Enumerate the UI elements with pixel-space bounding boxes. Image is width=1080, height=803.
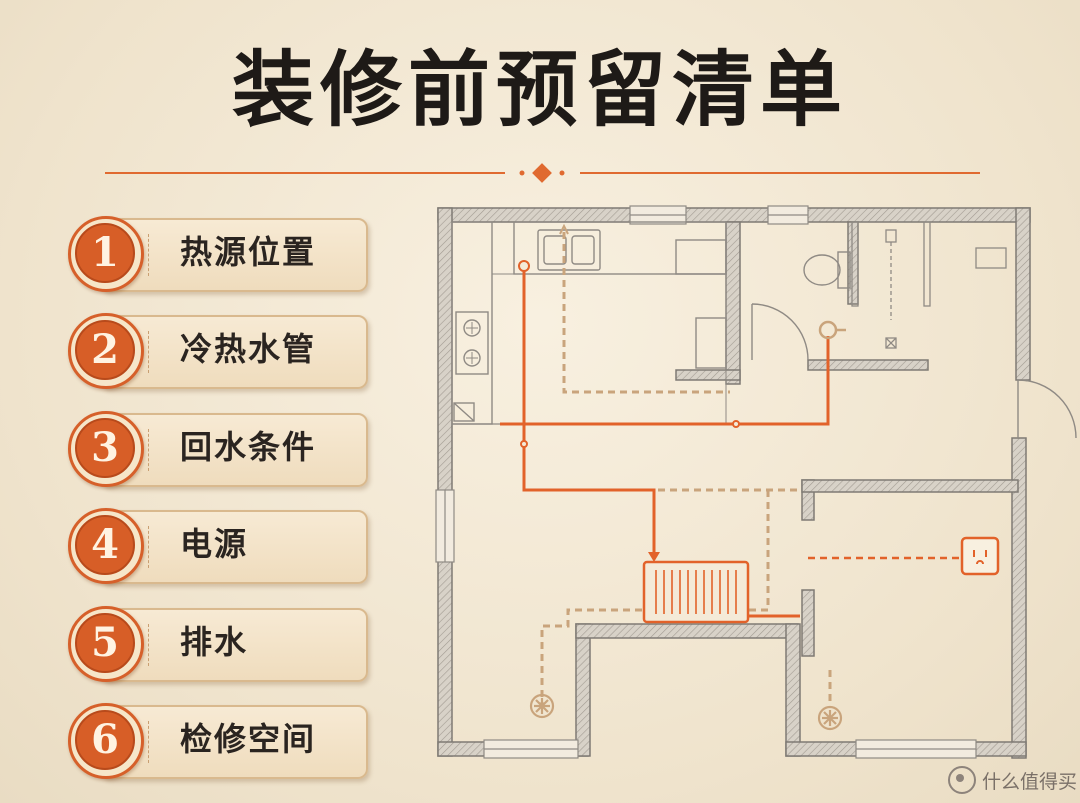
number-badge: 2 bbox=[68, 313, 144, 389]
number-label: 5 bbox=[75, 613, 135, 673]
toilet-icon bbox=[803, 251, 851, 289]
pipe-nodes bbox=[518, 260, 740, 448]
checklist-item-4: 4 电源 bbox=[68, 508, 368, 584]
floor-plan bbox=[435, 205, 1077, 759]
item-label: 回水条件 bbox=[180, 428, 317, 466]
radiator-icon bbox=[642, 560, 750, 624]
sink-icon bbox=[537, 229, 601, 271]
item-card bbox=[100, 608, 368, 682]
item-label: 检修空间 bbox=[180, 720, 317, 758]
title-divider bbox=[105, 163, 980, 183]
item-label: 热源位置 bbox=[180, 233, 317, 271]
power-outlet-icon bbox=[960, 536, 1000, 576]
door-arcs bbox=[751, 303, 1077, 439]
number-label: 4 bbox=[75, 515, 135, 575]
checklist-item-3: 3 回水条件 bbox=[68, 411, 368, 487]
item-label: 冷热水管 bbox=[180, 330, 317, 368]
checklist-item-5: 5 排水 bbox=[68, 606, 368, 682]
checklist-item-6: 6 检修空间 bbox=[68, 703, 368, 779]
watermark-text: 什么值得买 bbox=[982, 770, 1078, 793]
drain-arrow bbox=[559, 223, 569, 235]
item-card bbox=[100, 413, 368, 487]
watermark: 什么值得买 bbox=[948, 766, 1077, 794]
checklist-item-1: 1 热源位置 bbox=[68, 216, 368, 292]
floor-drain-icon bbox=[817, 705, 843, 731]
number-badge: 4 bbox=[68, 508, 144, 584]
floor-drain-icon bbox=[529, 693, 555, 719]
item-card bbox=[100, 218, 368, 292]
page-title: 装修前预留清单 bbox=[231, 42, 848, 138]
windows bbox=[435, 205, 977, 759]
number-badge: 3 bbox=[68, 411, 144, 487]
stove-icon bbox=[455, 311, 489, 375]
item-card bbox=[100, 510, 368, 584]
checklist-item-2: 2 冷热水管 bbox=[68, 313, 368, 389]
number-badge: 1 bbox=[68, 216, 144, 292]
item-label: 电源 bbox=[180, 525, 249, 563]
hot-water-pipes bbox=[500, 266, 830, 618]
number-label: 6 bbox=[75, 710, 135, 770]
drain-pipes bbox=[540, 232, 832, 704]
number-badge: 5 bbox=[68, 606, 144, 682]
bathroom-fixtures bbox=[851, 221, 1007, 349]
walls bbox=[437, 207, 1031, 759]
number-label: 2 bbox=[75, 320, 135, 380]
number-label: 3 bbox=[75, 418, 135, 478]
valve-icon bbox=[818, 320, 846, 340]
item-label: 排水 bbox=[180, 623, 249, 661]
pipe-arrow bbox=[648, 552, 660, 562]
number-label: 1 bbox=[75, 223, 135, 283]
number-badge: 6 bbox=[68, 703, 144, 779]
kitchen-fixtures bbox=[451, 221, 727, 425]
watermark-logo-icon bbox=[948, 766, 976, 794]
item-card bbox=[100, 705, 368, 779]
